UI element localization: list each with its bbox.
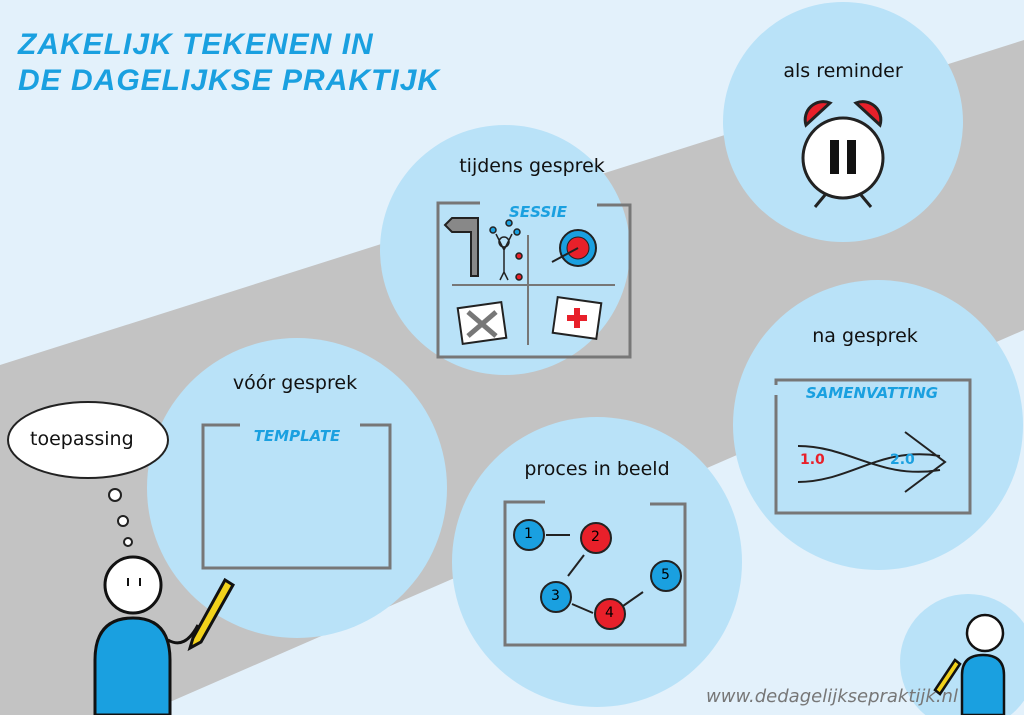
process-label: proces in beeld [524, 458, 670, 480]
before-label: vóór gesprek [232, 372, 358, 394]
toolbox-icon [456, 300, 508, 346]
step-2: 2 [591, 529, 600, 545]
circle-process [452, 417, 742, 707]
circle-after [733, 280, 1023, 570]
summary-title: SAMENVATTING [805, 384, 939, 402]
sessie-frame [436, 201, 632, 359]
step-1: 1 [524, 526, 533, 542]
title-line-2: DE DAGELIJKSE PRAKTIJK [18, 64, 441, 97]
after-label: na gesprek [812, 325, 918, 347]
step-3: 3 [551, 588, 560, 604]
footer-url[interactable]: www.dedagelijksepraktijk.nl [706, 686, 958, 707]
reminder-label: als reminder [783, 60, 903, 82]
title-line-1: ZAKELIJK TEKENEN IN [18, 28, 374, 61]
signpost-icon [443, 217, 479, 277]
circle-before [147, 338, 447, 638]
target-icon [551, 229, 597, 267]
template-title: TEMPLATE [253, 427, 341, 445]
thought-bubble-text: toepassing [30, 428, 134, 450]
alarm-clock-icon [801, 100, 885, 208]
thought-cloud [7, 401, 169, 547]
step-4: 4 [605, 605, 614, 621]
step-5: 5 [661, 567, 670, 583]
summary-frame [774, 378, 972, 515]
small-person-figure [933, 613, 1006, 715]
version-to: 2.0 [890, 452, 915, 468]
first-aid-kit-icon [551, 295, 603, 341]
template-frame [201, 423, 392, 570]
during-label: tijdens gesprek [459, 155, 605, 177]
sessie-title: SESSIE [509, 203, 567, 221]
process-frame [503, 500, 687, 647]
process-steps [513, 519, 682, 630]
juggler-icon [489, 219, 523, 281]
person-figure [93, 555, 236, 715]
version-from: 1.0 [800, 452, 825, 468]
